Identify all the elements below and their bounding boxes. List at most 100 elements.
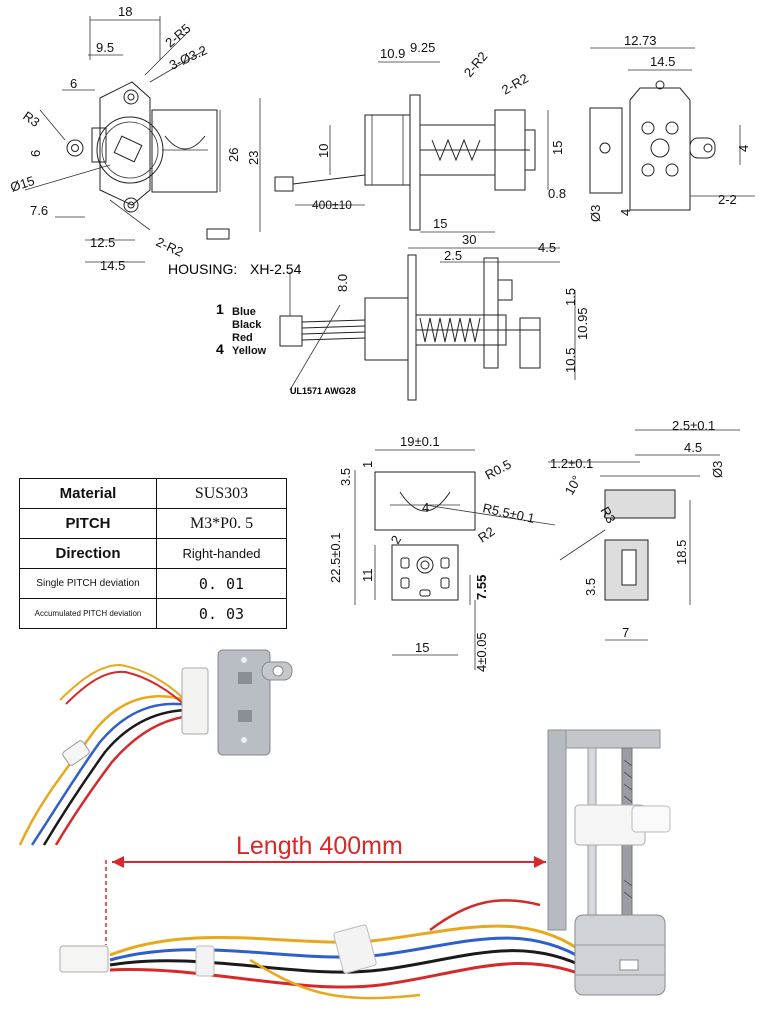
dim-14.5: 14.5: [100, 258, 125, 273]
lower-side-view: 30 2.5 4.5 8.0 1.5 10.95 10.5 1 4 Blue B…: [216, 232, 590, 401]
dim-18: 18: [118, 4, 132, 19]
dim-r5.5: R5.5±0.1: [481, 500, 536, 526]
end-left-block: [589, 107, 623, 194]
spec-key-single-pitch-deviation: Single PITCH deviation: [19, 568, 157, 599]
lower-slider: [483, 257, 499, 369]
dim-side-2-r2-a: 2-R2: [461, 49, 491, 80]
dim-26: 26: [226, 148, 241, 162]
dim-4.5-lower: 4.5: [538, 240, 556, 255]
nut-section-view: 2.5±0.1 4.5 1.2±0.1 Ø3 10° R3 18.5 3.5 7: [548, 418, 740, 641]
dim-7.55: 7.55: [474, 575, 489, 600]
spec-value-single-pitch-deviation: 0. 01: [156, 568, 287, 599]
dim-7.6: 7.6: [30, 203, 48, 218]
side-connector: [274, 176, 294, 192]
dim-r3: R3: [20, 108, 42, 130]
dim-2.5-0.1: 2.5±0.1: [672, 418, 715, 433]
front-hole-top: [123, 89, 139, 105]
side-view: 10.9 9.25 2-R2 2-R2 23 10 15 400±10 15 0…: [246, 40, 566, 233]
dim-7: 7: [622, 625, 629, 640]
spec-value-direction: Right-handed: [156, 538, 287, 569]
lower-connector: [279, 315, 303, 347]
dim-6-left: 6: [28, 150, 43, 157]
end-plate: [629, 87, 691, 211]
dim-4-right: 4: [736, 145, 751, 152]
dim-phi3-end: Ø3: [588, 205, 603, 222]
dim-18.5: 18.5: [674, 540, 689, 565]
wire-color-black: Black: [232, 319, 262, 331]
dim-3.5-nut: 3.5: [338, 468, 353, 486]
spec-key-direction: Direction: [19, 538, 157, 569]
dim-2.5: 2.5: [444, 248, 462, 263]
dim-19: 19±0.1: [400, 434, 440, 449]
front-hole-bottom: [123, 197, 139, 213]
lower-plate: [407, 254, 417, 401]
nut-view: 19±0.1 3.5 1 R0.5 4 R5.5±0.1 2 R2 22.5±0…: [328, 434, 556, 672]
front-tab: [91, 127, 107, 163]
dim-30: 30: [462, 232, 476, 247]
dim-400: 400±10: [312, 198, 352, 212]
dim-23: 23: [246, 151, 261, 165]
wire-color-yellow: Yellow: [232, 345, 267, 357]
length-label: Length 400mm: [236, 832, 403, 860]
spec-key-accumulated-pitch-deviation: Accumulated PITCH deviation: [19, 598, 157, 629]
end-tab: [689, 137, 716, 159]
dim-phi3-section: Ø3: [710, 461, 725, 478]
housing-label: HOUSING:: [168, 261, 237, 277]
dim-22.5: 22.5±0.1: [328, 532, 343, 583]
dim-side-2-r2-b: 2-R2: [499, 71, 531, 98]
spec-value-accumulated-pitch-deviation: 0. 03: [156, 598, 287, 629]
dim-9.25: 9.25: [410, 40, 435, 55]
spec-key-pitch: PITCH: [19, 508, 157, 539]
dim-8.0: 8.0: [335, 274, 350, 292]
lower-motor: [364, 297, 409, 361]
table-row: Material SUS303: [19, 478, 287, 509]
nut-top-block: [374, 471, 476, 531]
dim-phi15: Ø15: [8, 173, 36, 195]
spec-value-material: SUS303: [156, 478, 287, 509]
dim-10.9: 10.9: [380, 46, 405, 61]
front-view: 18 9.5 6 2-R5 3-Ø3.2 R3 6 Ø15 26 7.6 12.…: [8, 4, 301, 277]
dim-10.95: 10.95: [575, 307, 590, 340]
dim-6: 6: [70, 76, 77, 91]
dim-1-nut: 1: [360, 461, 375, 468]
dim-0.8: 0.8: [548, 186, 566, 201]
side-plate: [409, 94, 421, 231]
dim-2-2: 2-2: [718, 192, 737, 207]
dim-2-r5: 2-R5: [162, 21, 193, 51]
section-top: [604, 489, 676, 519]
spec-key-material: Material: [19, 478, 157, 509]
dim-15-side: 15: [550, 141, 565, 155]
dim-2-r2: 2-R2: [154, 234, 186, 260]
dim-r2-nut: R2: [475, 524, 497, 546]
dim-9.5: 9.5: [96, 40, 114, 55]
table-row: Direction Right-handed: [19, 538, 287, 569]
cable-label: UL1571 AWG28: [290, 386, 356, 396]
nut-plate: [391, 544, 459, 601]
wire-color-blue: Blue: [232, 306, 256, 318]
front-mount-hole: [66, 139, 84, 157]
dim-12.5: 12.5: [90, 235, 115, 250]
dim-10-degree: 10°: [562, 473, 585, 498]
table-row: Accumulated PITCH deviation 0. 03: [19, 598, 287, 629]
dim-4-nut: 4: [422, 500, 429, 515]
dim-10.5: 10.5: [563, 348, 578, 373]
dim-4.5-section: 4.5: [684, 440, 702, 455]
dim-12.73: 12.73: [624, 33, 657, 48]
product-photo-small-motor: [18, 649, 293, 846]
dim-3.5-section: 3.5: [583, 578, 598, 596]
dim-15-nut: 15: [415, 640, 429, 655]
table-row: PITCH M3*P0. 5: [19, 508, 287, 539]
dim-11: 11: [360, 569, 375, 583]
spec-table: Material SUS303 PITCH M3*P0. 5 Direction…: [19, 478, 287, 629]
wire-color-red: Red: [232, 332, 253, 344]
product-photo-linear-stage: Length 400mm: [59, 729, 671, 1000]
housing-value: XH-2.54: [250, 261, 302, 277]
spec-value-pitch: M3*P0. 5: [156, 508, 287, 539]
front-plate-outline: [99, 81, 151, 206]
side-motor: [364, 114, 411, 186]
front-bracket: [151, 109, 218, 193]
dim-r0.5: R0.5: [482, 457, 513, 483]
dim-14.5-end: 14.5: [650, 54, 675, 69]
